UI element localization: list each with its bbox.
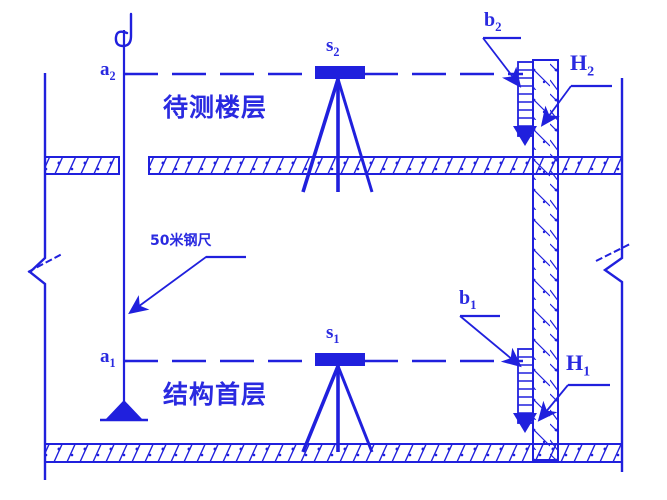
label-b2: b2 — [484, 9, 502, 34]
concrete-slab-upper-stub — [44, 156, 120, 175]
concrete-slab-upper — [148, 156, 623, 175]
wall-right — [602, 78, 624, 472]
label-lower-floor: 结构首层 — [163, 380, 268, 409]
h2-leader — [540, 84, 612, 127]
h1-leader — [537, 383, 610, 422]
tape-plumb-weight — [100, 400, 148, 422]
label-upper-floor: 待测楼层 — [163, 93, 268, 122]
label-h2: H2 — [570, 50, 595, 80]
break-symbol-right — [595, 243, 631, 262]
level-instrument-s1 — [301, 353, 374, 453]
level-instrument-s2 — [301, 66, 374, 193]
label-steel-tape: 50米钢尺 — [150, 233, 212, 249]
label-h1: H1 — [566, 350, 591, 380]
label-s2: s2 — [326, 35, 340, 59]
tape-hook-icon — [114, 12, 133, 48]
label-b1: b1 — [459, 287, 477, 312]
label-s1: s1 — [326, 322, 340, 346]
tape-callout-leader — [128, 255, 246, 315]
leveling-staff-b1 — [513, 348, 537, 433]
break-symbol-left — [27, 253, 63, 273]
label-a1: a1 — [100, 346, 116, 370]
concrete-slab-lower — [44, 443, 623, 463]
b1-leader — [459, 314, 522, 368]
b2-leader — [482, 36, 522, 88]
label-a2: a2 — [100, 59, 116, 83]
wall-left — [28, 73, 47, 480]
